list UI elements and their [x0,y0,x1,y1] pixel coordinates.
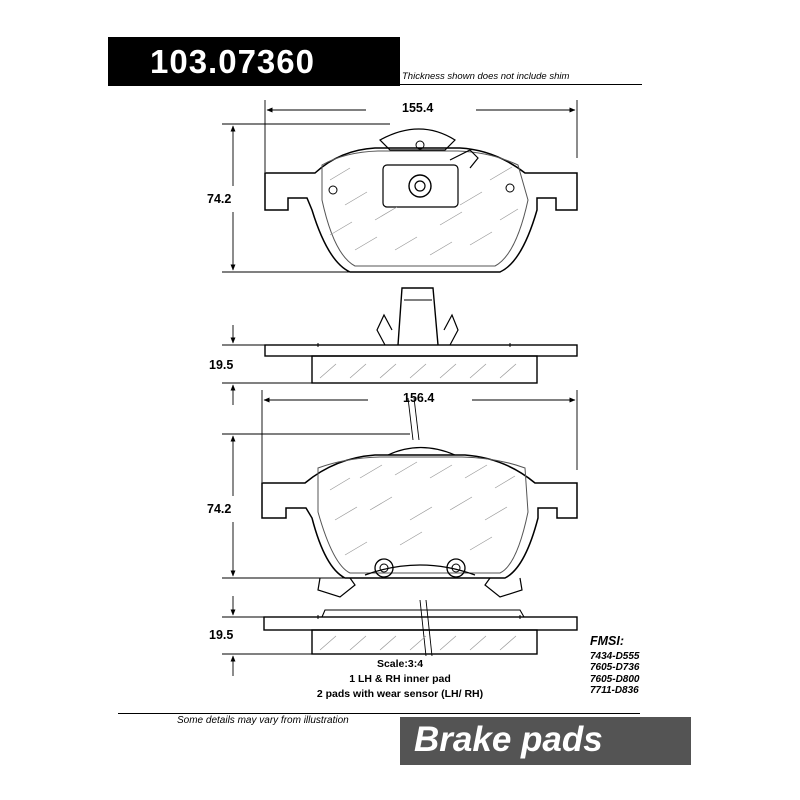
bottom-divider [118,713,640,714]
outer-width-label: 155.4 [402,101,434,115]
outer-height-dimension [222,123,390,273]
outer-height-label: 74.2 [207,192,232,206]
inner-width-dimension [261,390,578,482]
top-divider [400,84,642,85]
inner-height-label: 74.2 [207,502,232,516]
scale-notes: Scale:3:4 1 LH & RH inner pad 2 pads wit… [255,657,545,702]
section-cut-marks [407,397,433,657]
inner-pad-front-view [261,446,578,598]
scale-label: Scale:3:4 [376,658,424,670]
fmsi-code: 7605-D800 [590,673,640,685]
inner-pad-note: 1 LH & RH inner pad [349,673,451,685]
inner-height-dimension [222,433,410,579]
friction-pattern-inner [329,461,516,556]
fmsi-code: 7711-D836 [590,685,639,696]
wear-sensor-note: 2 pads with wear sensor (LH/ RH) [316,688,484,700]
disclaimer-note: Some details may vary from illustration [177,715,349,726]
part-number-banner: 103.07360 [108,37,400,86]
inner-thickness-dimension [222,596,312,676]
outer-thickness-dimension [222,325,312,405]
fmsi-title: FMSI: [590,634,625,648]
friction-pattern-outer [329,166,519,256]
thickness-note: Thickness shown does not include shim [402,71,570,82]
outer-width-dimension [264,100,578,172]
friction-pattern-outer-side [319,363,517,379]
inner-pad-side-view [263,609,578,655]
friction-pattern-inner-side [319,635,517,651]
inner-thickness-label: 19.5 [209,628,234,642]
outer-thickness-label: 19.5 [209,358,234,372]
fmsi-list: FMSI: 7434-D555 7605-D736 7605-D800 7711… [590,634,640,697]
product-banner: Brake pads [400,717,691,765]
outer-pad-front-view [264,128,578,273]
fmsi-code: 7605-D736 [590,662,640,673]
fmsi-code: 7434-D555 [590,650,640,662]
outer-pad-side-view [264,287,578,384]
inner-width-label: 156.4 [403,391,435,405]
